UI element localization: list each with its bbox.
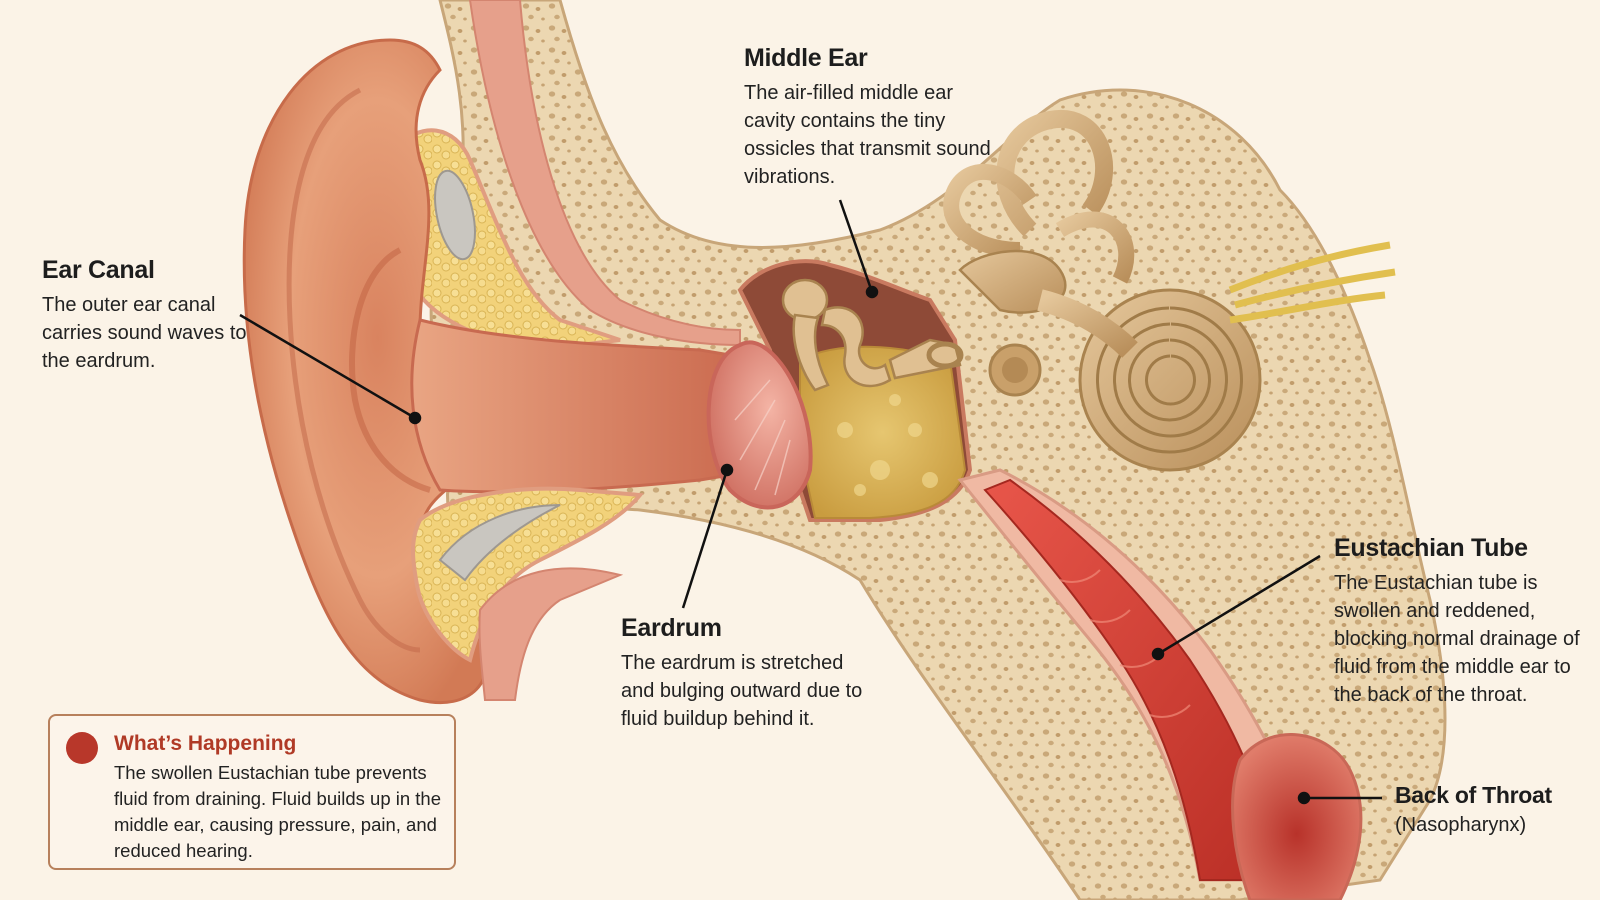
middle-ear-description: The air-filled middle ear cavity contain…	[744, 82, 991, 188]
upper-cartilage	[434, 169, 476, 261]
back-of-throat-title: Back of Throat	[1395, 782, 1552, 808]
ear-canal-label: Ear Canal The outer ear canal carries so…	[42, 256, 272, 375]
whats-happening-text: The swollen Eustachian tube prevents flu…	[114, 762, 442, 861]
outer-ear-fold	[286, 87, 421, 653]
back-of-throat-subtitle: (Nasopharynx)	[1395, 814, 1527, 836]
leader-lines	[239, 199, 1382, 805]
eardrum-fibers	[734, 379, 791, 496]
eardrum-title: Eardrum	[621, 614, 722, 642]
middle-ear-title: Middle Ear	[744, 44, 868, 72]
eustachian-tube-title: Eustachian Tube	[1334, 534, 1528, 562]
upper-skin-band	[468, 0, 741, 347]
lower-skin-band	[478, 567, 624, 701]
eardrum-description: The eardrum is stretched and bulging out…	[621, 652, 863, 730]
middle-ear-label: Middle Ear The air-filled middle ear cav…	[744, 44, 1004, 191]
ear-canal-shape	[410, 318, 762, 494]
whats-happening-title: What’s Happening	[114, 732, 297, 755]
inner-ear	[943, 109, 1262, 472]
eustachian-tube-label: Eustachian Tube The Eustachian tube is s…	[1334, 534, 1594, 709]
concha	[349, 247, 431, 493]
eardrum-label: Eardrum The eardrum is stretched and bul…	[621, 614, 871, 733]
auditory-nerve	[1228, 241, 1396, 324]
nasopharynx	[1231, 733, 1363, 900]
ossicles	[781, 278, 964, 392]
ear-canal-description: The outer ear canal carries sound waves …	[42, 294, 247, 372]
back-of-throat-label: Back of Throat (Nasopharynx)	[1395, 782, 1595, 839]
lower-cartilage	[438, 504, 561, 582]
ear-canal-title: Ear Canal	[42, 256, 155, 284]
red-dot-icon	[66, 732, 98, 764]
tube-ridges	[1059, 569, 1191, 718]
fluid-bubbles	[837, 394, 938, 496]
eustachian-tube-description: The Eustachian tube is swollen and redde…	[1334, 572, 1580, 706]
whats-happening-box: What’s Happening The swollen Eustachian …	[48, 714, 456, 870]
